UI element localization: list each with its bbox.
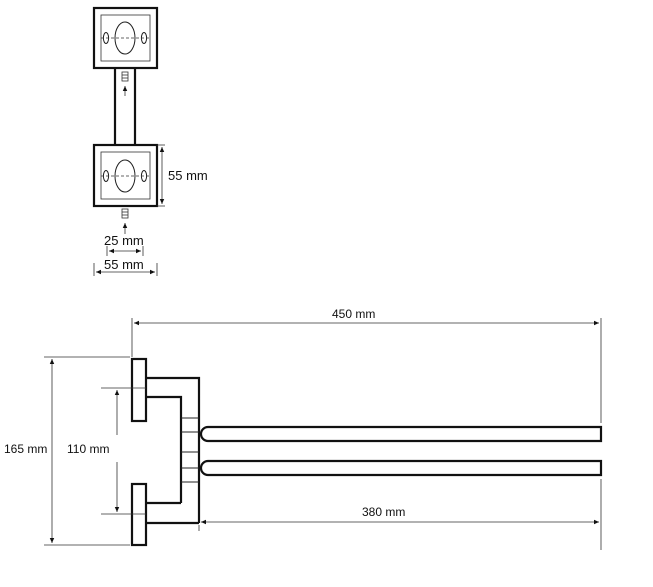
dimension-label-overall-length: 450 mm xyxy=(332,307,375,321)
dimension-label-top-outer-width: 55 mm xyxy=(104,257,144,272)
dimension-label-top-height: 55 mm xyxy=(168,168,208,183)
dimension-label-bar-spacing: 110 mm xyxy=(67,442,109,456)
dimension-bar-length: 380 mm xyxy=(198,479,602,550)
dimension-overall-height: 165 mm xyxy=(4,356,130,546)
dimension-overall-length: 450 mm xyxy=(131,307,602,423)
side-view: 450 mm 380 mm 165 mm 110 mm xyxy=(4,307,603,550)
dimension-top-height: 55 mm xyxy=(157,144,208,207)
upper-screw-icon xyxy=(121,71,129,96)
dimension-top-outer-width: 55 mm xyxy=(93,257,158,276)
lower-wall-plate xyxy=(92,143,159,208)
lower-flange xyxy=(130,482,148,547)
upper-flange xyxy=(130,357,148,423)
connecting-column xyxy=(113,68,137,145)
towel-bar-upper xyxy=(199,425,603,443)
dimension-label-top-inner-width: 25 mm xyxy=(104,233,144,248)
bracket-arms xyxy=(146,376,201,525)
dimension-label-bar-length: 380 mm xyxy=(362,505,405,519)
lower-screw-icon xyxy=(121,208,129,234)
dimension-top-inner-width: 25 mm xyxy=(104,233,144,256)
dimension-label-overall-height: 165 mm xyxy=(4,442,47,456)
towel-bar-lower xyxy=(199,459,603,477)
upper-wall-plate xyxy=(92,6,159,70)
dimension-bar-spacing: 110 mm xyxy=(67,387,146,515)
top-view: 55 mm 25 mm 55 mm xyxy=(92,6,208,276)
